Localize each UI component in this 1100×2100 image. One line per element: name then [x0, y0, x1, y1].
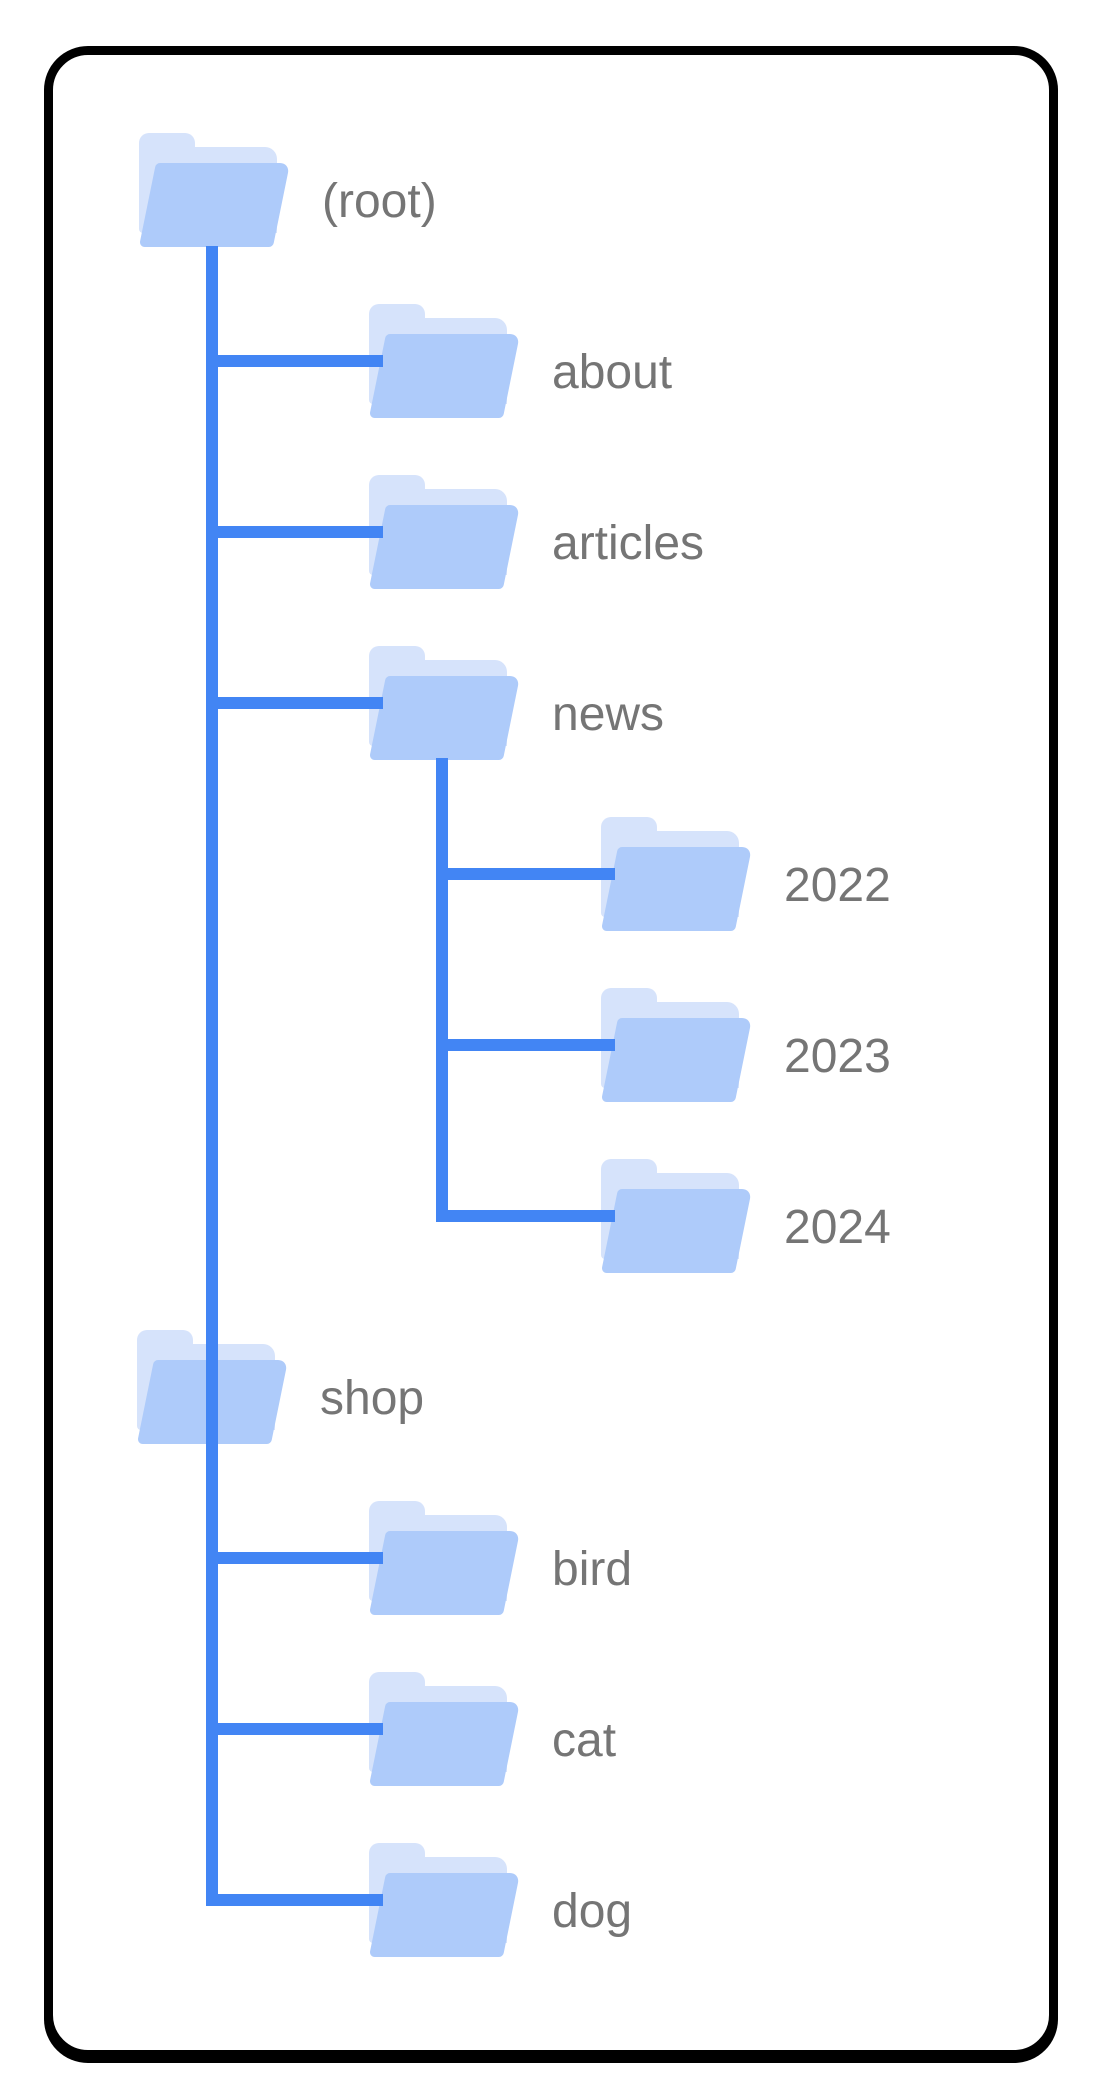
- folder-label: (root): [322, 175, 437, 228]
- tree-node-dog: dog: [368, 1843, 632, 1958]
- connector-trunk-news: [436, 758, 448, 1222]
- folder-front: [600, 1189, 752, 1273]
- connector-branch-2023: [436, 1039, 615, 1051]
- connector-branch-about: [206, 355, 383, 367]
- folder-label: news: [552, 688, 665, 741]
- folder-label: dog: [552, 1885, 633, 1938]
- folder-icon: [368, 1501, 525, 1616]
- connector-branch-2024: [436, 1210, 615, 1222]
- folder-icon: [600, 1159, 757, 1274]
- folder-icon: [368, 646, 525, 761]
- folder-icon: [600, 988, 757, 1103]
- folder-front: [600, 1018, 752, 1102]
- folder-label: bird: [552, 1543, 633, 1596]
- tree-node-cat: cat: [368, 1672, 616, 1787]
- folder-front: [368, 1873, 520, 1957]
- tree-node-news: news: [368, 646, 664, 761]
- tree-node-articles: articles: [368, 475, 704, 590]
- folder-label: articles: [552, 517, 705, 570]
- folder-icon: [368, 304, 525, 419]
- connector-trunk-main: [206, 246, 218, 1906]
- tree-node-about: about: [368, 304, 672, 419]
- folder-front: [368, 1531, 520, 1615]
- folder-icon: [138, 133, 295, 248]
- folder-icon: [600, 817, 757, 932]
- folder-front: [138, 163, 290, 247]
- connector-branch-news: [206, 697, 383, 709]
- folder-icon: [368, 1672, 525, 1787]
- folder-front: [368, 334, 520, 418]
- folder-front: [600, 847, 752, 931]
- tree-node-2022: 2022: [600, 817, 891, 932]
- folder-label: 2023: [784, 1030, 891, 1083]
- connector-branch-bird: [206, 1552, 383, 1564]
- folder-front: [368, 1702, 520, 1786]
- connector-branch-dog: [206, 1894, 383, 1906]
- diagram-frame: [44, 46, 1058, 2059]
- tree-node-shop: shop: [136, 1330, 424, 1445]
- folder-label: 2024: [784, 1201, 891, 1254]
- tree-node-root: (root): [138, 133, 437, 248]
- tree-node-2024: 2024: [600, 1159, 891, 1274]
- tree-node-2023: 2023: [600, 988, 891, 1103]
- folder-icon: [368, 1843, 525, 1958]
- folder-label: about: [552, 346, 673, 399]
- folder-front: [368, 676, 520, 760]
- folder-label: cat: [552, 1714, 617, 1767]
- connector-branch-articles: [206, 526, 383, 538]
- folder-label: 2022: [784, 859, 891, 912]
- folder-front: [368, 505, 520, 589]
- folder-icon: [368, 475, 525, 590]
- connector-branch-cat: [206, 1723, 383, 1735]
- connector-branch-2022: [436, 868, 615, 880]
- folder-label: shop: [320, 1372, 425, 1425]
- tree-node-bird: bird: [368, 1501, 632, 1616]
